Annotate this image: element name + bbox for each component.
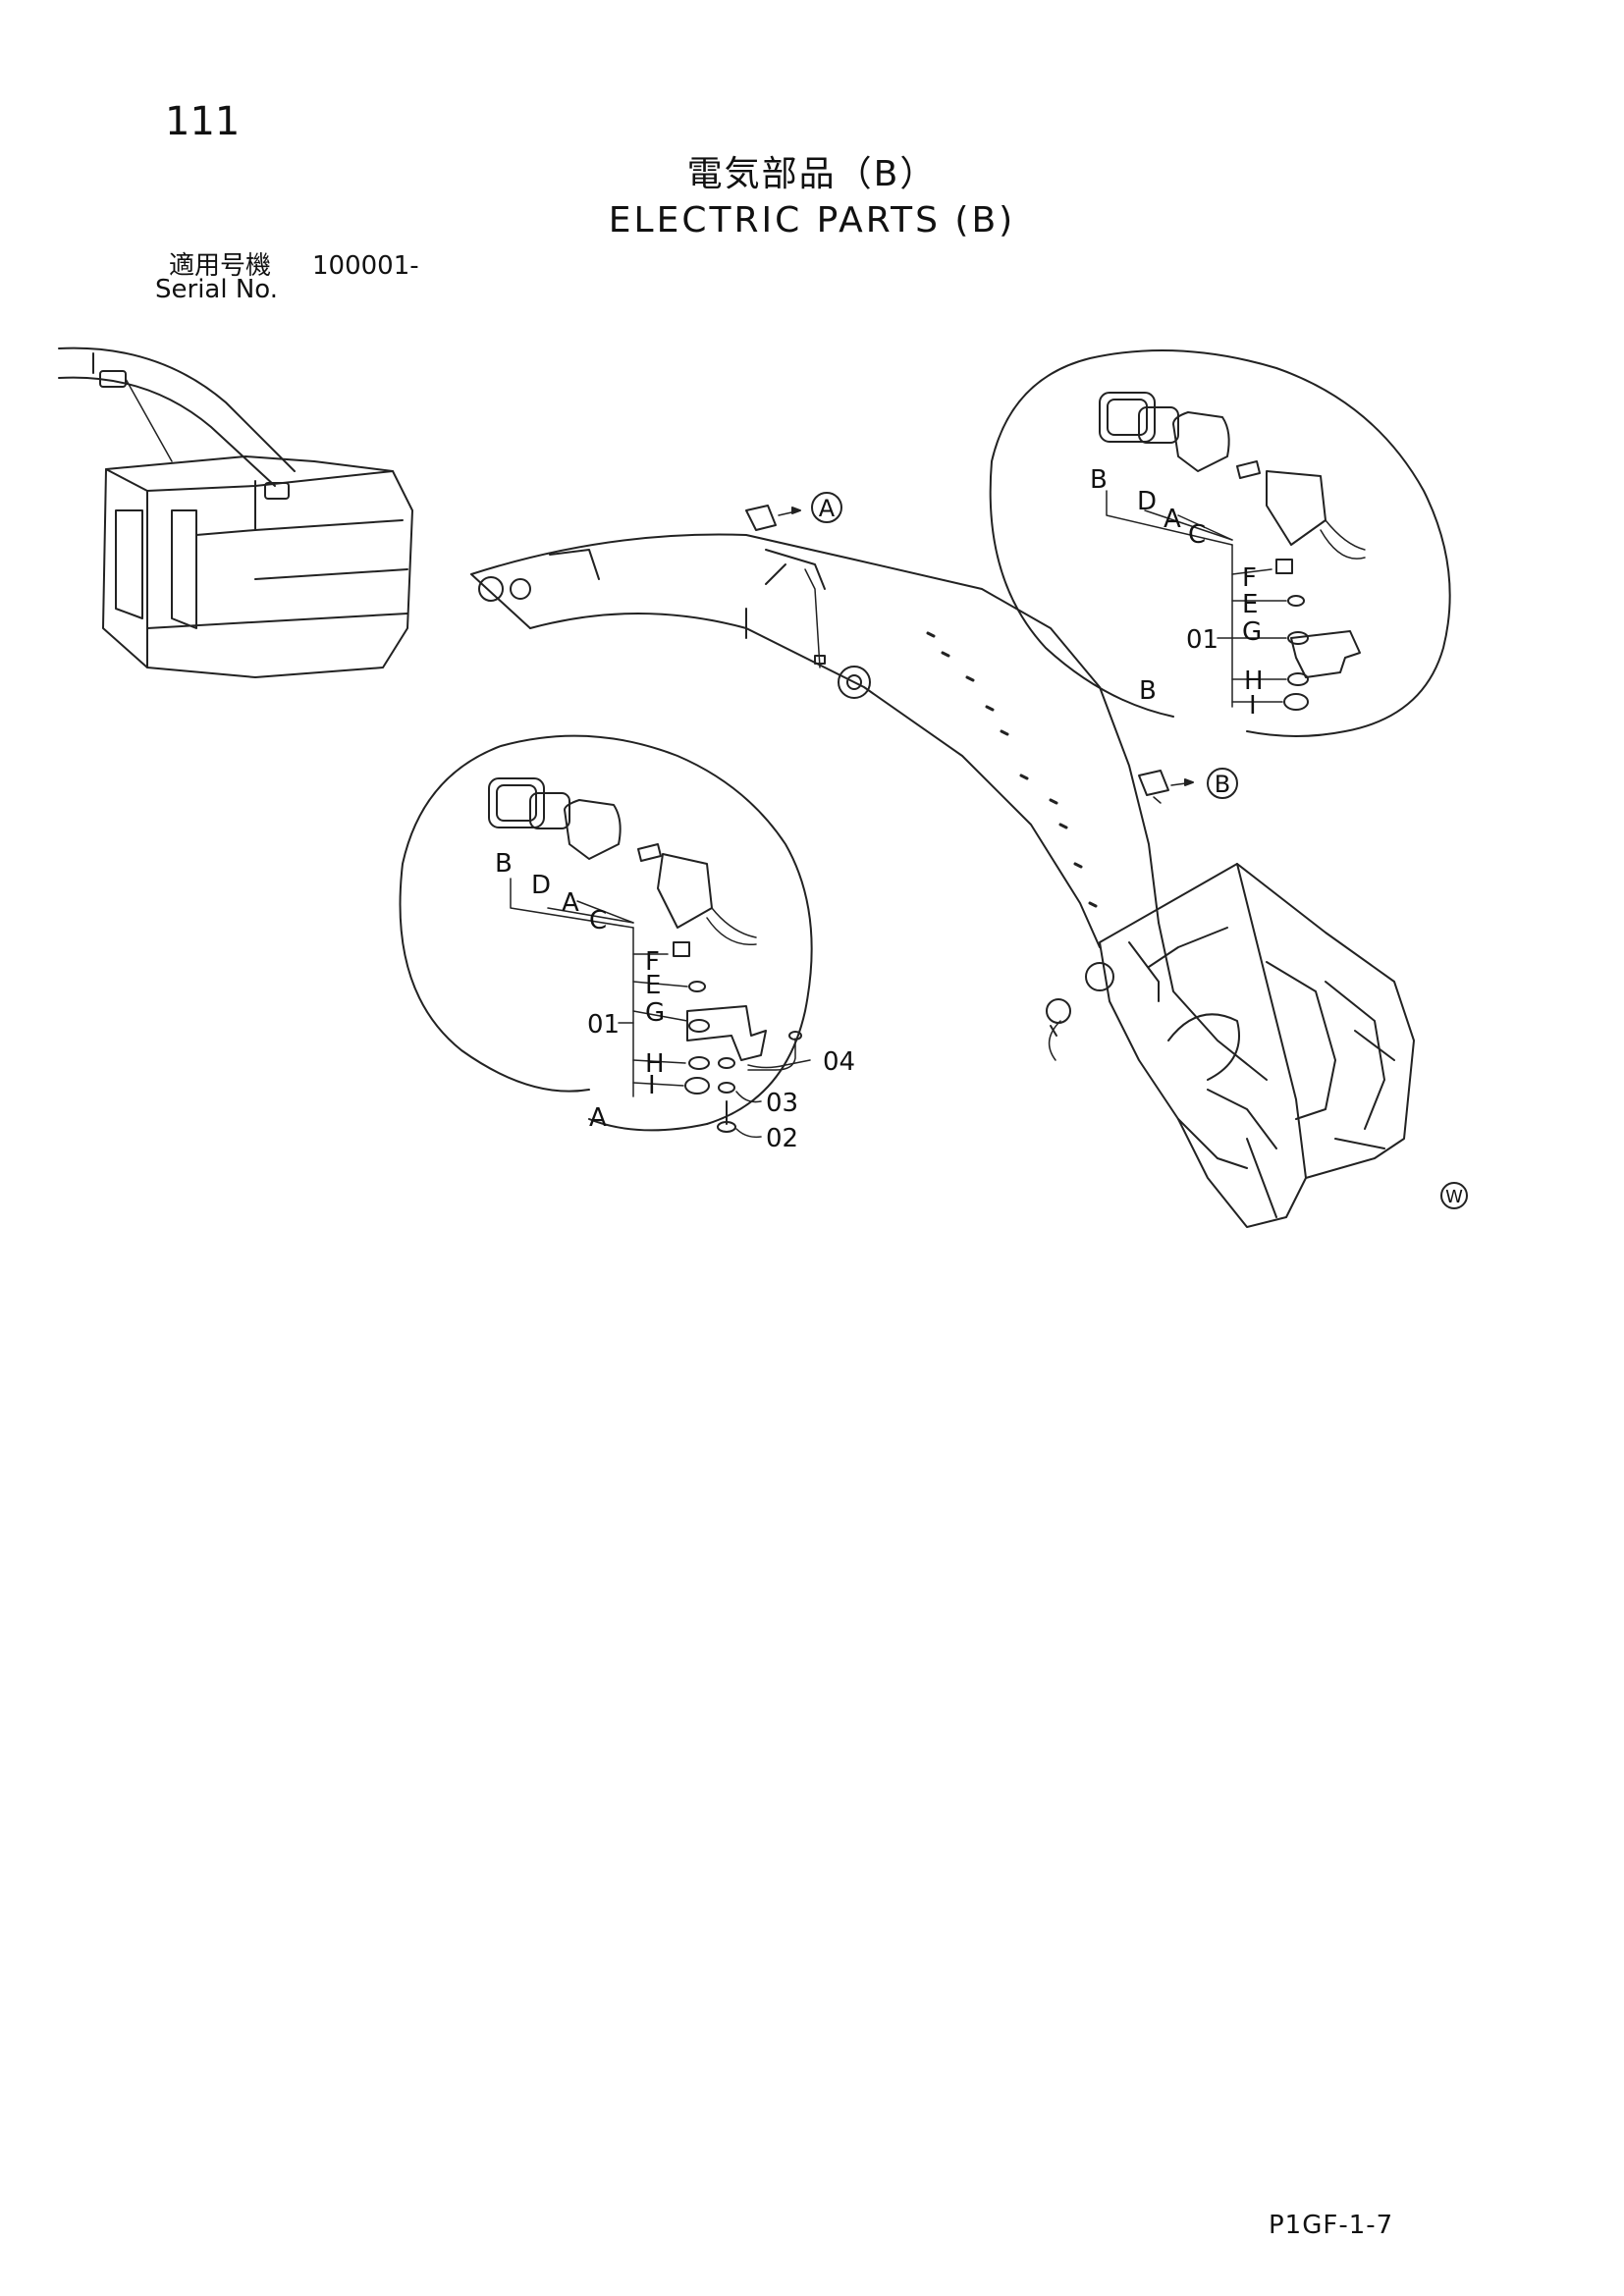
detail-a-letter-f: F	[645, 947, 660, 977]
detail-a-letter-c: C	[589, 906, 607, 935]
detail-b-name: B	[1139, 676, 1157, 706]
part-number-02: 02	[766, 1124, 798, 1153]
detail-b-letter-a: A	[1164, 505, 1181, 534]
boom-arm	[470, 533, 1160, 948]
detail-a-letter-d: D	[531, 871, 551, 900]
detail-a-letter-g: G	[645, 998, 665, 1028]
page-title-japanese: 電気部品（B）	[686, 154, 938, 194]
callout-a-marker: A	[745, 492, 842, 531]
machine-overview	[58, 347, 413, 678]
serial-number-value: 100001-	[312, 251, 419, 281]
detail-b-letter-d: D	[1137, 487, 1157, 516]
bolt-f-b	[1275, 559, 1293, 574]
detail-a-letter-h: H	[645, 1049, 665, 1079]
lamp-housing-a	[657, 853, 713, 929]
boom-cylinder-pin	[838, 666, 871, 699]
bolt-f-a	[673, 941, 690, 957]
callout-a-circle	[811, 492, 842, 523]
lamp-housing-b	[1266, 470, 1326, 546]
cab-lamp-icon	[264, 482, 290, 500]
detail-b: B D A C F E G H I 01 B	[989, 349, 1451, 737]
lamp-lens-a	[564, 799, 622, 860]
detail-b-letter-h: H	[1244, 667, 1264, 696]
part-number-04: 04	[823, 1047, 855, 1077]
boom-foot-pin	[478, 576, 504, 602]
page-title-english: ELECTRIC PARTS (B)	[608, 200, 1016, 240]
detail-b-letter-b: B	[1090, 465, 1108, 495]
detail-a-letter-b: B	[495, 849, 513, 879]
lamp-lens-b	[1172, 411, 1230, 472]
lamp-gasket-a	[529, 792, 570, 829]
callout-b-label: B	[1215, 771, 1230, 798]
detail-b-letter-f: F	[1242, 563, 1257, 593]
detail-b-letter-e: E	[1242, 590, 1258, 619]
detail-a-name: A	[589, 1103, 607, 1133]
bracket-b	[1290, 630, 1361, 678]
part-number-03: 03	[766, 1089, 798, 1118]
detail-a: B D A C F E G H I 01 04 03 02 A	[399, 734, 855, 1153]
detail-b-letter-i: I	[1249, 691, 1257, 721]
detail-a-letter-i: I	[648, 1071, 656, 1100]
detail-b-letter-g: G	[1242, 617, 1262, 647]
detail-b-letter-c: C	[1188, 520, 1206, 550]
lamp-bezel-a	[488, 777, 545, 828]
lamp-bezel-b	[1099, 392, 1156, 443]
lamp-gasket-b	[1138, 406, 1179, 444]
serial-label-japanese: 適用号機	[169, 251, 272, 281]
document-code: P1GF-1-7	[1269, 2211, 1394, 2240]
bracket-a	[686, 1005, 767, 1061]
detail-b-group-number: 01	[1186, 625, 1218, 655]
main-frame	[1046, 863, 1415, 1228]
detail-a-letter-e: E	[645, 971, 661, 1000]
detail-a-group-number: 01	[587, 1010, 620, 1040]
page-number: 111	[165, 99, 241, 144]
callout-a-label: A	[819, 495, 836, 522]
w-mark-label: W	[1445, 1187, 1463, 1207]
callout-b-marker: B	[1138, 768, 1238, 804]
serial-label-english: Serial No.	[155, 275, 278, 304]
w-mark: W	[1440, 1182, 1468, 1209]
detail-a-letter-a: A	[562, 888, 579, 918]
callout-b-circle	[1207, 768, 1238, 799]
